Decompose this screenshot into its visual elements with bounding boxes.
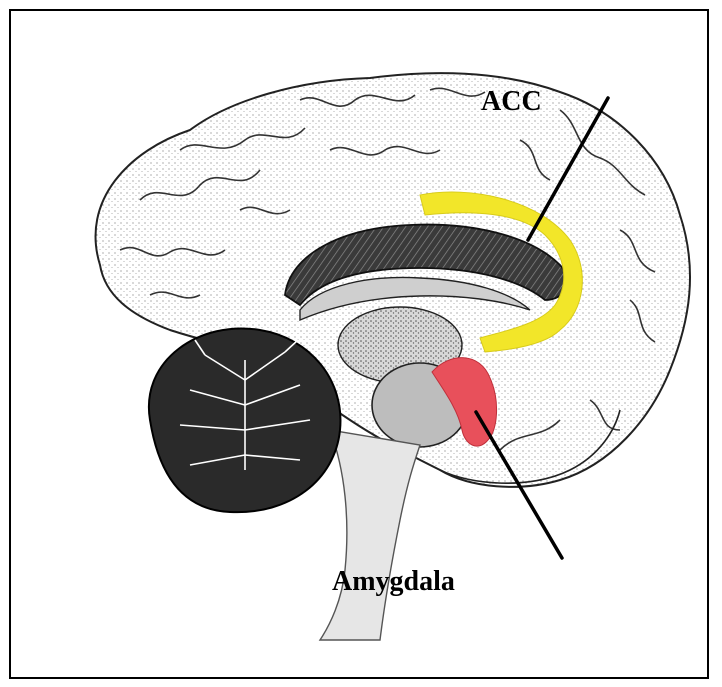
amygdala-label: Amygdala bbox=[332, 568, 455, 596]
brainstem-icon bbox=[320, 430, 420, 640]
cerebellum-icon bbox=[149, 328, 341, 512]
acc-label: ACC bbox=[481, 88, 542, 116]
